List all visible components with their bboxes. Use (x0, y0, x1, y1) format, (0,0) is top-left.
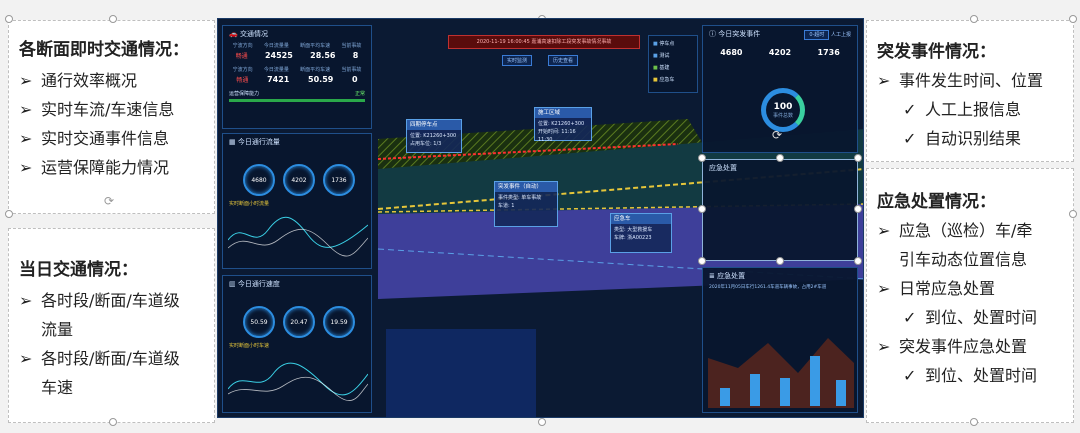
list-subitem: ✓到位、处置时间 (903, 308, 1038, 327)
chart-subtitle: 实时断面小时车速 (229, 343, 270, 349)
emergency-note: 2020年11月05日车行1261.4车道车辆事故，占用2#车道 (709, 285, 827, 290)
map-popup[interactable]: 应急车 类型: 大型救援车 车牌: 浙A00223 (610, 213, 672, 253)
list-item: ➢运营保障能力情况 (19, 158, 170, 177)
resize-handle[interactable] (970, 15, 978, 23)
list-item: ➢各时段/断面/车道级 (19, 291, 180, 310)
list-item: ➢通行效率概况 (19, 71, 138, 90)
legend-item: ■ 基建 (653, 65, 670, 71)
resize-handle[interactable] (698, 257, 706, 265)
list-item-cont: 流量 (41, 320, 74, 339)
legend-item: ■ 测试 (653, 53, 670, 59)
chart-subtitle: 实时断面小时流量 (229, 201, 270, 207)
card-title: 应急处置 (709, 164, 737, 172)
legend-item: ■ 停车点 (653, 41, 675, 47)
flow-line-chart (228, 217, 368, 257)
emergency-panel: 应急处置情况： ➢应急（巡检）车/牵 引车动态位置信息 ➢日常应急处置 ✓到位、… (866, 168, 1074, 423)
map-popup[interactable]: 施工区域 位置: K21260+300 开始时间: 11:16 11:30 (534, 107, 592, 143)
panel-title: 当日交通情况： (19, 260, 138, 280)
calendar-icon: ▦ (229, 138, 238, 146)
list-item: ➢应急（巡检）车/牵 (877, 221, 1033, 240)
flow-ring: 4680 (243, 164, 275, 196)
emergency-bar-chart (708, 338, 854, 408)
resize-handle[interactable] (970, 418, 978, 426)
info-icon: ⓘ (709, 30, 719, 38)
flow-ring: 4202 (283, 164, 315, 196)
resize-handle[interactable] (854, 154, 862, 162)
list-item: ➢实时交通事件信息 (19, 129, 170, 148)
list-item: ➢事件发生时间、位置 (877, 71, 1044, 90)
daily-traffic-panel: 当日交通情况： ➢各时段/断面/车道级 流量 ➢各时段/断面/车道级 车速 (8, 228, 215, 423)
tab-timeout[interactable]: 0-超时 (804, 29, 830, 40)
card-title: 🚗 交通情况 (229, 30, 268, 38)
daily-speed-card: ▥ 今日通行速度 50.59 20.47 19.59 实时断面小时车速 (222, 275, 372, 413)
list-item-cont: 车速 (41, 378, 74, 397)
map-popup[interactable]: 突发事件（自动） 事件类型: 单车事故 车道: 1 (494, 181, 558, 227)
chart-icon: ▥ (229, 280, 238, 288)
dispatch-card: 应急处置 (702, 159, 858, 261)
list-item: ➢突发事件应急处置 (877, 337, 1028, 356)
panel-title: 应急处置情况： (877, 192, 996, 212)
list-item: ➢各时段/断面/车道级 (19, 349, 180, 368)
card-title: ▥ 今日通行速度 (229, 280, 280, 288)
resize-handle[interactable] (698, 205, 706, 213)
list-item: ➢实时车流/车速信息 (19, 100, 175, 119)
resize-handle[interactable] (854, 205, 862, 213)
speed-ring: 19.59 (323, 306, 355, 338)
resize-handle[interactable] (1069, 210, 1077, 218)
speed-line-chart (228, 362, 368, 401)
panel-title: 突发事件情况： (877, 42, 996, 62)
speed-ring: 50.59 (243, 306, 275, 338)
resize-handle[interactable] (776, 154, 784, 162)
instant-traffic-panel: 各断面即时交通情况： ➢通行效率概况 ➢实时车流/车速信息 ➢实时交通事件信息 … (8, 20, 215, 214)
list-item-cont: 引车动态位置信息 (899, 250, 1028, 269)
resize-handle[interactable] (538, 418, 546, 426)
realtime-button[interactable]: 实时监测 (502, 55, 533, 66)
legend-item: ■ 应急车 (653, 77, 675, 83)
flow-ring: 1736 (323, 164, 355, 196)
map-popup[interactable]: 四期停车点 位置: K21260+300 占用车位: 1/3 (406, 119, 462, 153)
card-title: ≣ 应急处置 (709, 272, 746, 280)
speed-ring: 20.47 (283, 306, 315, 338)
car-icon: 🚗 (229, 30, 240, 38)
incident-gauge: 100 事件总数 (761, 88, 805, 132)
map-lake (386, 329, 536, 417)
resize-handle[interactable] (5, 210, 13, 218)
resize-handle[interactable] (109, 15, 117, 23)
list-subitem: ✓自动识别结果 (903, 129, 1022, 148)
incident-panel: 突发事件情况： ➢事件发生时间、位置 ✓人工上报信息 ✓自动识别结果 (866, 20, 1074, 162)
rotate-handle-icon[interactable]: ⟳ (104, 194, 115, 208)
list-item: ➢日常应急处置 (877, 279, 996, 298)
tab-manual[interactable]: 人工上报 (830, 31, 851, 38)
history-button[interactable]: 历史查看 (548, 55, 579, 66)
list-icon: ≣ (709, 272, 718, 280)
resize-handle[interactable] (776, 257, 784, 265)
list-subitem: ✓人工上报信息 (903, 100, 1022, 119)
rotate-handle-icon[interactable]: ⟳ (772, 128, 783, 142)
card-title: ⓘ 今日突发事件 (709, 30, 761, 38)
resize-handle[interactable] (5, 15, 13, 23)
traffic-dashboard: 2020-11-19 16:00:45 嘉浦高速扣除工段突发事故情况事故 实时监… (217, 18, 864, 418)
resize-handle[interactable] (109, 418, 117, 426)
card-title: ▦ 今日通行流量 (229, 138, 280, 146)
resize-handle[interactable] (854, 257, 862, 265)
alert-banner: 2020-11-19 16:00:45 嘉浦高速扣除工段突发事故情况事故 (448, 35, 640, 49)
map-legend: ■ 停车点 ■ 测试 ■ 基建 ■ 应急车 (648, 35, 698, 93)
emergency-card: ≣ 应急处置 2020年11月05日车行1261.4车道车辆事故，占用2#车道 (702, 267, 858, 413)
panel-title: 各断面即时交通情况： (19, 40, 189, 60)
resize-handle[interactable] (1069, 15, 1077, 23)
resize-handle[interactable] (698, 154, 706, 162)
daily-flow-card: ▦ 今日通行流量 4680 4202 1736 实时断面小时流量 (222, 133, 372, 269)
list-subitem: ✓到位、处置时间 (903, 366, 1038, 385)
